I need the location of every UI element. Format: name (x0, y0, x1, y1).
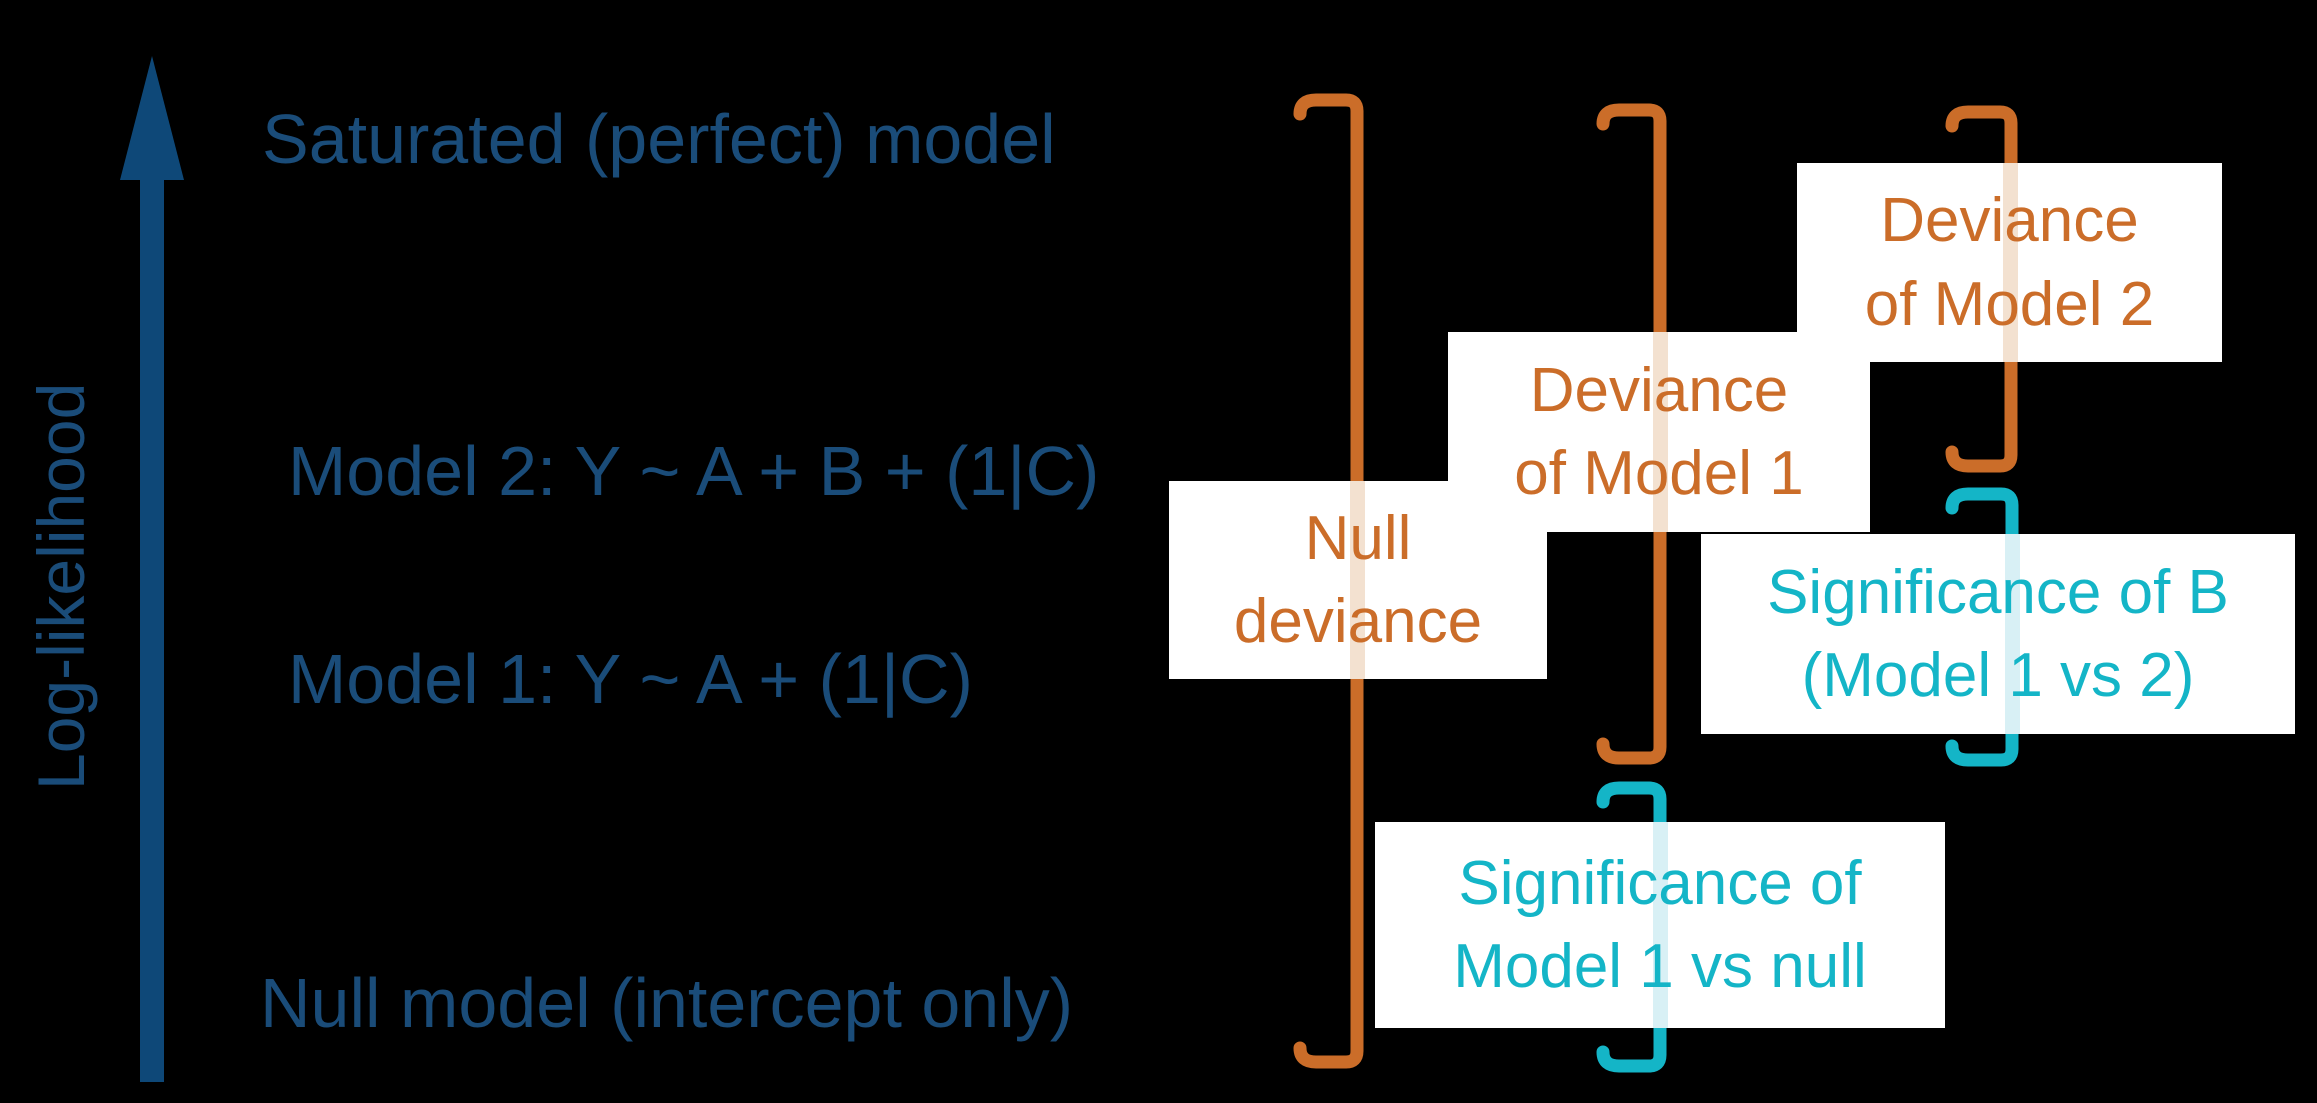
brace-stem-overlay (1653, 332, 1668, 532)
callout-deviance-model2-line1: Deviance (1880, 186, 2139, 256)
level-null-model: Null model (intercept only) (260, 964, 1074, 1042)
level-saturated-model: Saturated (perfect) model (262, 100, 1056, 178)
callout-deviance-model2-line2: of Model 2 (1864, 269, 2155, 339)
callout-significance-b-line1: Significance of B (1767, 557, 2229, 627)
callout-significance-model1-null: Significance of Model 1 vs null (1375, 822, 1945, 1028)
brace-stem-overlay (2005, 534, 2020, 734)
y-axis-arrow-head (120, 56, 184, 180)
callout-deviance-model2: Deviance of Model 2 (1797, 163, 2222, 362)
callout-significance-model1-null-line2: Model 1 vs null (1453, 932, 1867, 1001)
y-axis-arrow-shaft (140, 172, 164, 1082)
callout-null-deviance-line1: Null (1304, 503, 1412, 573)
callout-deviance-model1-line1: Deviance (1529, 355, 1789, 425)
y-axis-arrow (120, 56, 184, 1082)
level-model-2: Model 2: Y ~ A + B + (1|C) (288, 432, 1100, 510)
callout-deviance-model1-line2: of Model 1 (1514, 439, 1804, 508)
callout-null-deviance-line2: deviance (1233, 587, 1483, 656)
brace-stem-overlay (2003, 163, 2018, 362)
callout-deviance-model1: Deviance of Model 1 (1448, 332, 1870, 532)
brace-stem-overlay (1350, 481, 1365, 679)
y-axis-label: Log-likelihood (24, 382, 98, 790)
callout-significance-b-line2: (Model 1 vs 2) (1801, 641, 2195, 710)
brace-stem-overlay (1653, 822, 1668, 1028)
callout-significance-model1-null-line1: Significance of (1458, 848, 1862, 918)
callout-significance-b: Significance of B (Model 1 vs 2) (1701, 534, 2295, 734)
level-model-1: Model 1: Y ~ A + (1|C) (288, 640, 973, 718)
